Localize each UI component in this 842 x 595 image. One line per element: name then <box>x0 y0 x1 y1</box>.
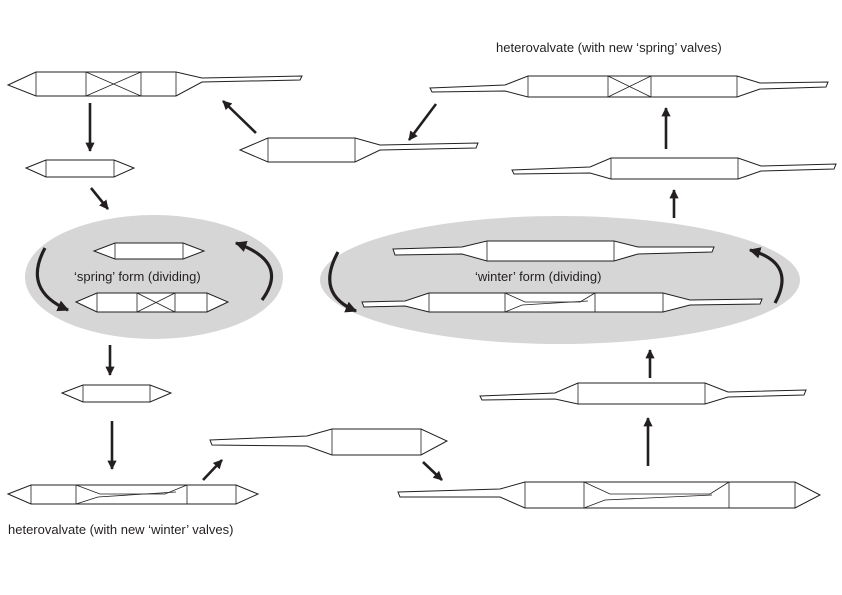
cell-bottom-right-heterovalvate <box>397 481 822 509</box>
cell-spring-form-lower <box>74 292 230 313</box>
cell-top-right-heterovalvate <box>429 75 829 98</box>
cell-right-lower-winter <box>479 382 807 405</box>
arrow-12 <box>407 103 438 141</box>
cell-bottom-left-heterovalvate <box>6 484 260 505</box>
cell-right-upper-winter <box>511 157 837 180</box>
arrow-3 <box>89 187 110 210</box>
curve-arrow-winter-left <box>328 251 358 313</box>
cell-bottom-middle-winter <box>209 428 449 456</box>
arrow-2 <box>222 100 257 134</box>
cell-spring-form-upper <box>92 242 206 260</box>
cell-left-small-spring-2 <box>60 384 173 403</box>
curve-arrow-winter-right <box>748 247 784 304</box>
label-heterovalvate-winter: heterovalvate (with new ‘winter’ valves) <box>8 522 233 537</box>
cell-top-left-heterovalvate <box>6 71 303 97</box>
cell-winter-form-lower <box>361 292 763 313</box>
curve-arrow-spring-right <box>234 241 274 301</box>
curve-arrow-spring-left <box>35 247 70 312</box>
cell-top-middle-winter <box>238 137 479 163</box>
cell-winter-form-upper <box>392 240 715 262</box>
label-heterovalvate-spring: heterovalvate (with new ‘spring’ valves) <box>496 40 722 55</box>
label-winter-form: ‘winter’ form (dividing) <box>475 269 601 284</box>
arrow-7 <box>422 461 443 481</box>
cell-left-small-spring-1 <box>24 159 136 178</box>
label-spring-form: ‘spring’ form (dividing) <box>74 269 201 284</box>
arrow-6 <box>202 459 223 481</box>
